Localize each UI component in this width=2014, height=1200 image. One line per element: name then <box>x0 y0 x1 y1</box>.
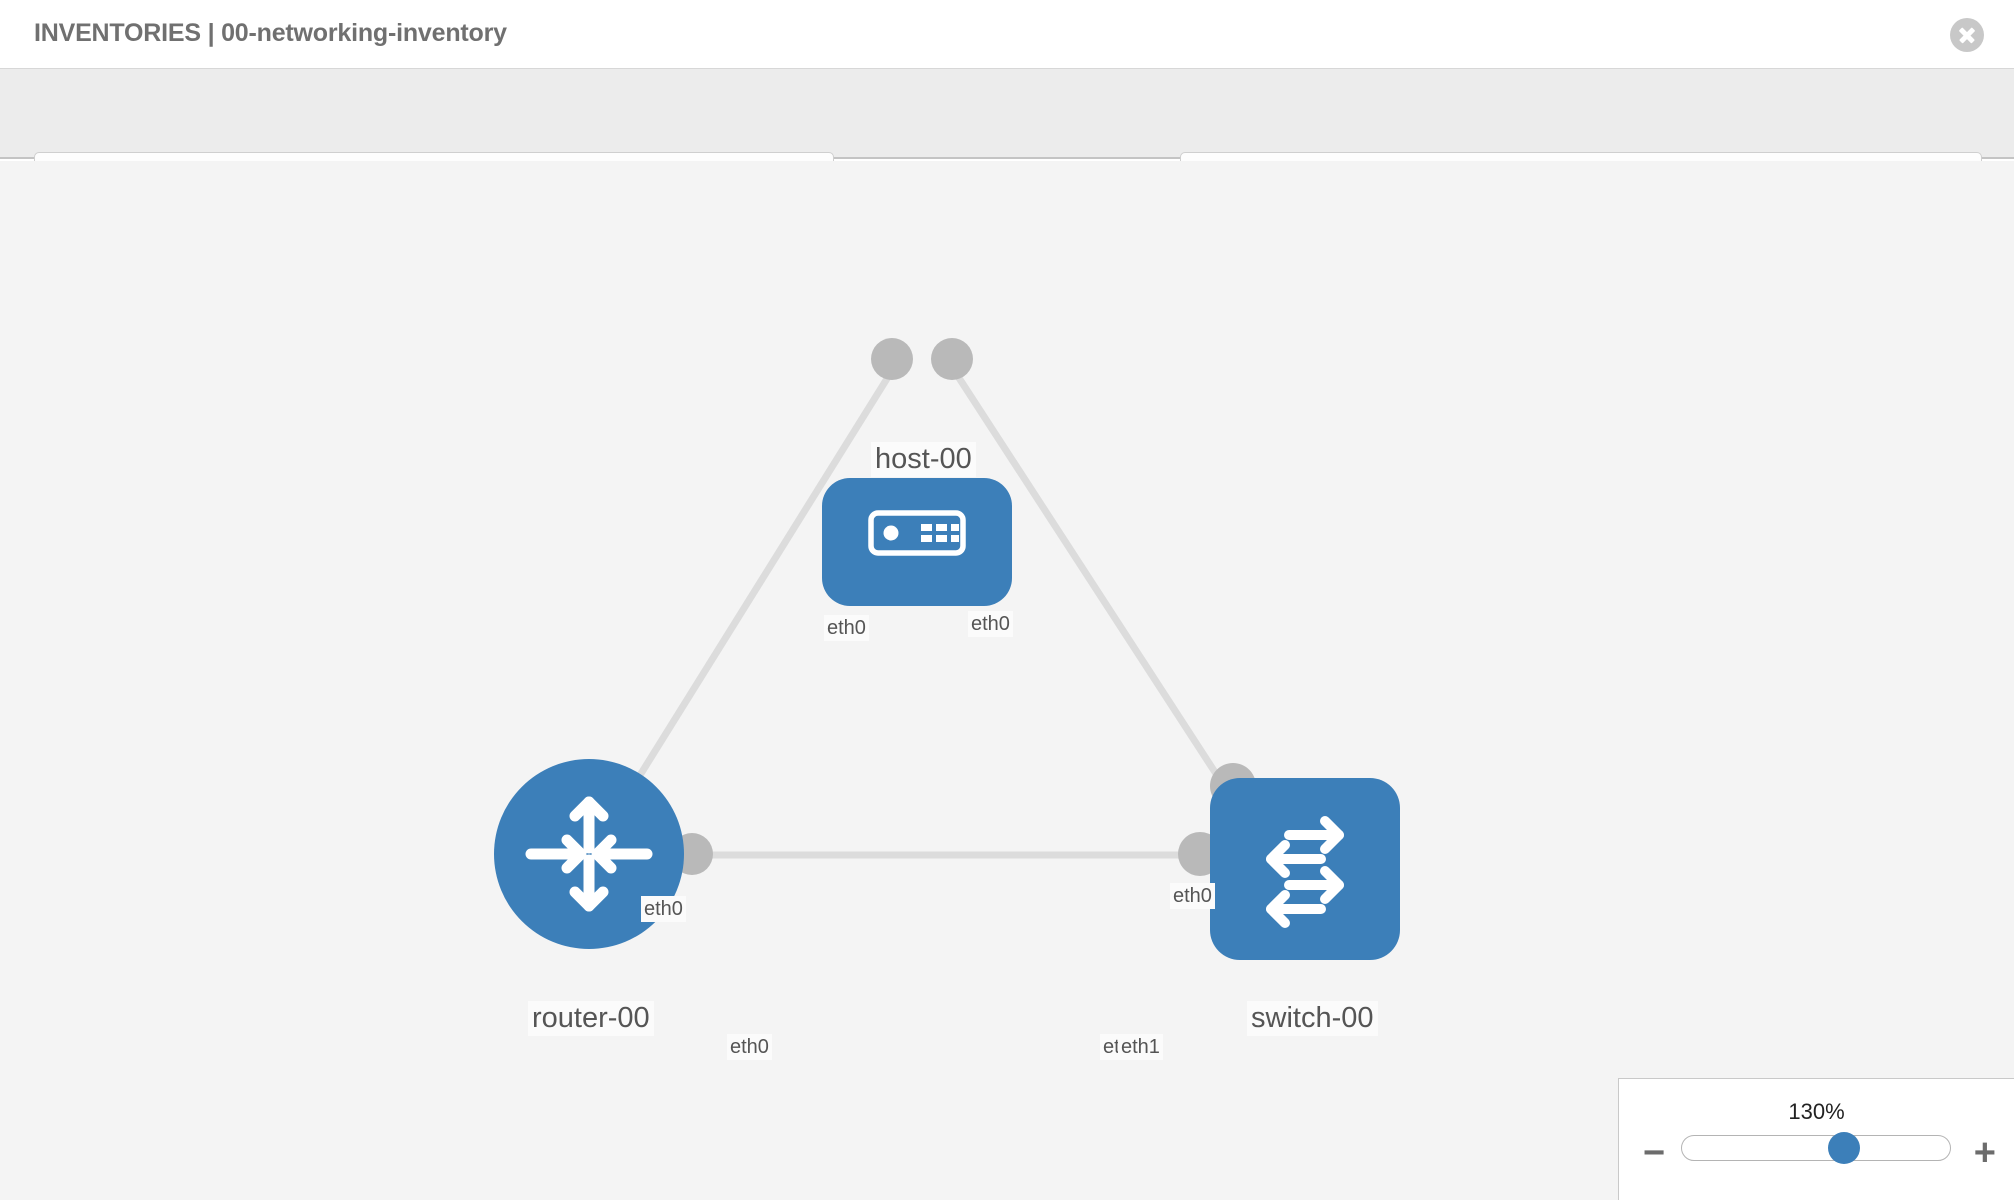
edge-host-router <box>601 359 901 835</box>
zoom-slider[interactable] <box>1681 1132 1951 1164</box>
endpoint-host-left <box>871 338 913 380</box>
node-host-00[interactable] <box>822 478 1012 606</box>
iface-label-router-eth0: eth0 <box>727 1034 772 1060</box>
minus-icon[interactable]: − <box>1643 1132 1666 1174</box>
node-label-host-00: host-00 <box>871 442 976 477</box>
node-router-00[interactable] <box>494 759 684 949</box>
edge-host-switch <box>945 359 1225 785</box>
node-switch-00[interactable] <box>1210 778 1400 960</box>
page-header: INVENTORIES | 00-networking-inventory <box>0 0 2014 69</box>
topology-canvas[interactable]: router-00 switch-00 host-00 eth0 eth0 et… <box>0 161 2014 1200</box>
node-label-router-00: router-00 <box>528 1001 654 1036</box>
zoom-control: 130% − + <box>1618 1078 2014 1200</box>
plus-icon[interactable]: + <box>1973 1132 1996 1174</box>
toolbar: ACTIONS SEARCH <box>0 69 2014 209</box>
topology-edges <box>601 359 1225 859</box>
iface-label-switch-eth0-up: eth0 <box>1170 883 1215 909</box>
iface-label-router-eth0-up: eth0 <box>641 896 686 922</box>
topology-graph <box>494 338 1400 960</box>
zoom-slider-thumb[interactable] <box>1828 1132 1860 1164</box>
topology-endpoints <box>599 338 1256 876</box>
iface-label-host-eth0-right: eth0 <box>968 611 1013 637</box>
breadcrumb: INVENTORIES | 00-networking-inventory <box>34 19 507 47</box>
node-label-switch-00: switch-00 <box>1247 1001 1378 1036</box>
iface-label-switch-eth1: eth1 <box>1118 1034 1163 1060</box>
close-icon[interactable] <box>1950 18 1984 52</box>
endpoint-host-right <box>931 338 973 380</box>
zoom-percent-label: 130% <box>1788 1099 1845 1124</box>
iface-label-host-eth0-left: eth0 <box>824 615 869 641</box>
